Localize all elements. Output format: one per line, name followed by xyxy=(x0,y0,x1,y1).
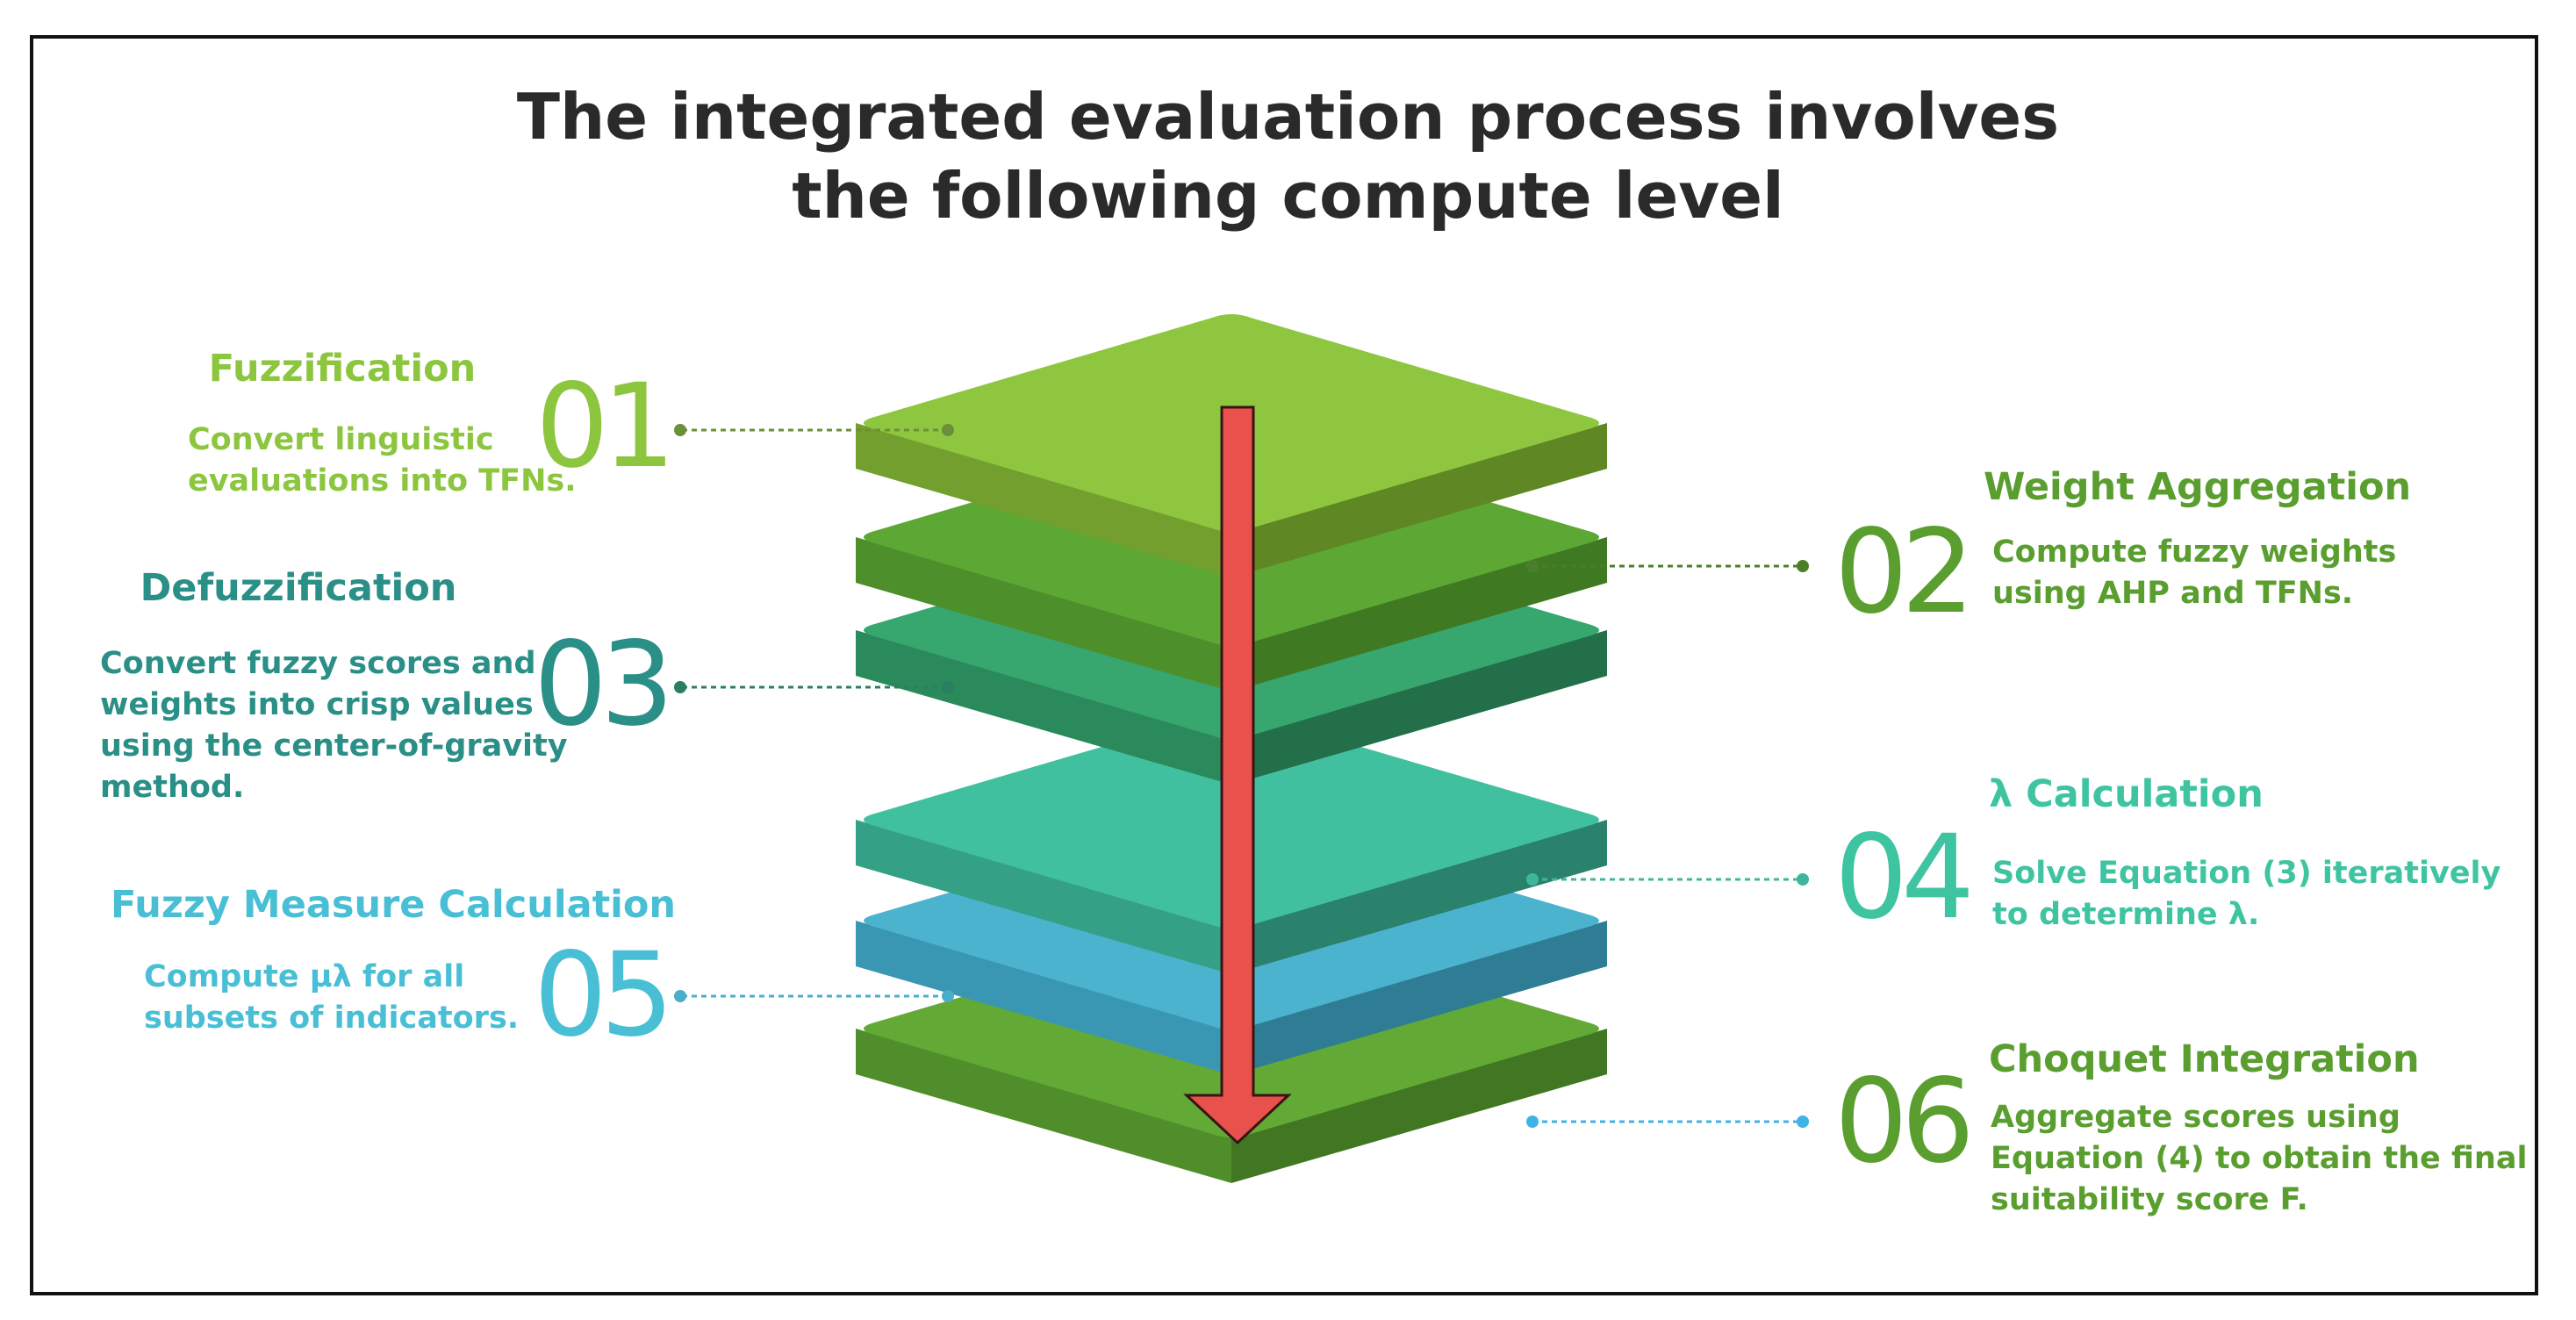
connector-05-dot-inner xyxy=(942,990,954,1002)
step-06-heading: Choquet Integration xyxy=(1989,1037,2420,1081)
step-06-number: 06 xyxy=(1834,1054,1975,1189)
connectors xyxy=(674,424,1809,1128)
step-02-description: Compute fuzzy weights using AHP and TFNs… xyxy=(1992,532,2396,614)
step-02-heading: Weight Aggregation xyxy=(1984,465,2412,509)
layer-04-front-right xyxy=(1231,820,1607,974)
title-line-2: the following compute level xyxy=(792,159,1784,233)
step-01-heading: Fuzzification xyxy=(208,347,477,391)
step-05-description: Compute μλ for all subsets of indicators… xyxy=(144,957,519,1039)
step-05-heading: Fuzzy Measure Calculation xyxy=(111,883,677,927)
connector-04-dot-outer xyxy=(1797,873,1809,886)
step-04-heading: λ Calculation xyxy=(1989,772,2264,816)
connector-05-dot-outer xyxy=(674,990,686,1002)
figure-frame xyxy=(30,35,2538,1295)
layer-01-front-right xyxy=(1231,423,1607,578)
connector-05 xyxy=(674,990,954,1002)
step-04-line-2: to determine λ. xyxy=(1992,897,2260,932)
connector-06-dot-outer xyxy=(1797,1116,1809,1128)
process-arrow xyxy=(1183,405,1292,1145)
connector-06 xyxy=(1526,1116,1809,1128)
layer-03-front-right xyxy=(1231,630,1607,785)
step-01-line-1: Convert linguistic xyxy=(188,422,494,457)
step-03-line-4: method. xyxy=(100,770,245,805)
down-arrow xyxy=(1183,405,1292,1145)
connector-04 xyxy=(1526,873,1809,886)
step-02-line-2: using AHP and TFNs. xyxy=(1992,576,2354,611)
step-02-line-1: Compute fuzzy weights xyxy=(1992,534,2397,570)
title-line-1: The integrated evaluation process involv… xyxy=(516,80,2060,154)
step-01-line-2: evaluations into TFNs. xyxy=(188,463,577,499)
connector-03 xyxy=(674,681,954,693)
step-01-description: Convert linguistic evaluations into TFNs… xyxy=(188,420,577,502)
step-06-line-1: Aggregate scores using xyxy=(1991,1100,2400,1135)
step-05-line-2: subsets of indicators. xyxy=(144,1001,520,1036)
layer-06-front-right xyxy=(1231,1029,1607,1183)
layer-04-front-left xyxy=(856,820,1231,974)
layer-03-front-left xyxy=(856,630,1231,785)
step-06-line-3: suitability score F. xyxy=(1991,1182,2308,1217)
layer-01-front-left xyxy=(856,423,1231,578)
step-06-line-2: Equation (4) to obtain the final xyxy=(1991,1141,2528,1176)
connector-02 xyxy=(1526,560,1809,572)
step-04-description: Solve Equation (3) iteratively to determ… xyxy=(1992,853,2501,936)
step-03-number: 03 xyxy=(534,617,674,752)
layer-02-front-left xyxy=(856,537,1231,692)
connector-03-dot-outer xyxy=(674,681,686,693)
connector-01-dot-outer xyxy=(674,424,686,436)
connector-01 xyxy=(674,424,954,436)
layer-05-front-right xyxy=(1231,921,1607,1075)
step-03-line-3: using the center-of-gravity xyxy=(100,728,568,764)
step-04-line-1: Solve Equation (3) iteratively xyxy=(1992,856,2501,891)
step-05-line-1: Compute μλ for all xyxy=(144,959,465,994)
connector-04-dot-inner xyxy=(1526,873,1539,886)
step-03-heading: Defuzzification xyxy=(140,566,457,610)
step-04-number: 04 xyxy=(1834,810,1975,945)
layer-06-front-left xyxy=(856,1029,1231,1183)
step-03-line-2: weights into crisp values xyxy=(100,687,534,722)
step-06-description: Aggregate scores using Equation (4) to o… xyxy=(1991,1097,2527,1221)
stacked-layers xyxy=(856,314,1607,1183)
diagram-title: The integrated evaluation process involv… xyxy=(0,77,2576,235)
step-02-number: 02 xyxy=(1834,505,1975,640)
layer-05-front-left xyxy=(856,921,1231,1075)
step-01-number: 01 xyxy=(535,359,676,494)
step-03-description: Convert fuzzy scores and weights into cr… xyxy=(100,643,568,808)
step-05-number: 05 xyxy=(534,928,674,1063)
step-03-line-1: Convert fuzzy scores and xyxy=(100,646,536,681)
connector-06-dot-inner xyxy=(1526,1116,1539,1128)
connector-02-dot-inner xyxy=(1526,560,1539,572)
connector-01-dot-inner xyxy=(942,424,954,436)
connector-02-dot-outer xyxy=(1797,560,1809,572)
layer-01 xyxy=(856,314,1607,578)
layer-02-front-right xyxy=(1231,537,1607,692)
connector-03-dot-inner xyxy=(942,681,954,693)
